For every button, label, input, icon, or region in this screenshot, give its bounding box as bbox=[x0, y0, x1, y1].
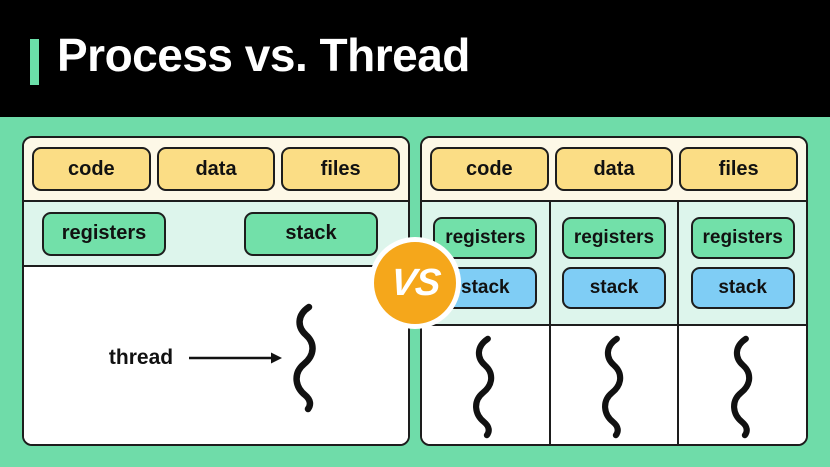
thread-column-3: registers stack bbox=[679, 202, 806, 324]
thread-squiggle-icon bbox=[602, 335, 624, 439]
thread-squiggle-icon bbox=[730, 335, 752, 439]
process-resource-row: code data files bbox=[24, 138, 408, 202]
chip-files[interactable]: files bbox=[679, 147, 799, 191]
arrow-right-icon bbox=[189, 352, 283, 363]
chip-files[interactable]: files bbox=[281, 147, 401, 191]
process-thread-row: thread bbox=[24, 267, 408, 444]
chip-registers[interactable]: registers bbox=[433, 217, 538, 259]
thread-label: thread bbox=[108, 345, 174, 369]
thread-squiggle-cell-1 bbox=[422, 326, 551, 444]
chip-stack[interactable]: stack bbox=[433, 267, 538, 309]
thread-squiggle-columns bbox=[422, 326, 806, 444]
page-title: Process vs. Thread bbox=[57, 29, 470, 81]
chip-stack[interactable]: stack bbox=[562, 267, 666, 309]
single-threaded-process-card: code data files registers stack thread bbox=[22, 136, 410, 446]
thread-squiggle-cell-2 bbox=[551, 326, 680, 444]
process-resource-chips: code data files bbox=[24, 138, 408, 200]
title-accent-bar bbox=[30, 39, 39, 85]
thread-execution-columns: registers stack registers stack register… bbox=[422, 202, 806, 324]
thread-squiggle-icon bbox=[473, 335, 495, 439]
vs-badge-label: VS bbox=[388, 261, 442, 304]
thread-squiggle-cell-3 bbox=[679, 326, 806, 444]
multi-threaded-process-card: code data files registers stack register… bbox=[420, 136, 808, 446]
process-thread-area: thread bbox=[24, 267, 408, 444]
chip-stack[interactable]: stack bbox=[690, 267, 795, 309]
thread-resource-row: code data files bbox=[422, 138, 806, 202]
thread-column-1: registers stack bbox=[422, 202, 551, 324]
chip-registers[interactable]: registers bbox=[690, 217, 795, 259]
chip-code[interactable]: code bbox=[430, 147, 549, 191]
thread-resource-chips: code data files bbox=[422, 138, 806, 200]
thread-squiggle-row bbox=[422, 326, 806, 444]
process-execution-chips: registers stack bbox=[24, 202, 408, 265]
chip-data[interactable]: data bbox=[156, 147, 276, 191]
vs-badge: VS bbox=[369, 237, 461, 329]
thread-execution-row: registers stack registers stack register… bbox=[422, 202, 806, 326]
chip-code[interactable]: code bbox=[32, 147, 151, 191]
chip-registers[interactable]: registers bbox=[562, 217, 666, 259]
chip-stack[interactable]: stack bbox=[244, 211, 378, 256]
chip-registers[interactable]: registers bbox=[42, 211, 166, 256]
thread-squiggle-icon bbox=[293, 303, 316, 412]
diagram-stage: code data files registers stack thread bbox=[0, 117, 830, 467]
slide-header: Process vs. Thread bbox=[0, 0, 830, 117]
chip-data[interactable]: data bbox=[554, 147, 674, 191]
process-execution-row: registers stack bbox=[24, 202, 408, 267]
thread-column-2: registers stack bbox=[551, 202, 680, 324]
